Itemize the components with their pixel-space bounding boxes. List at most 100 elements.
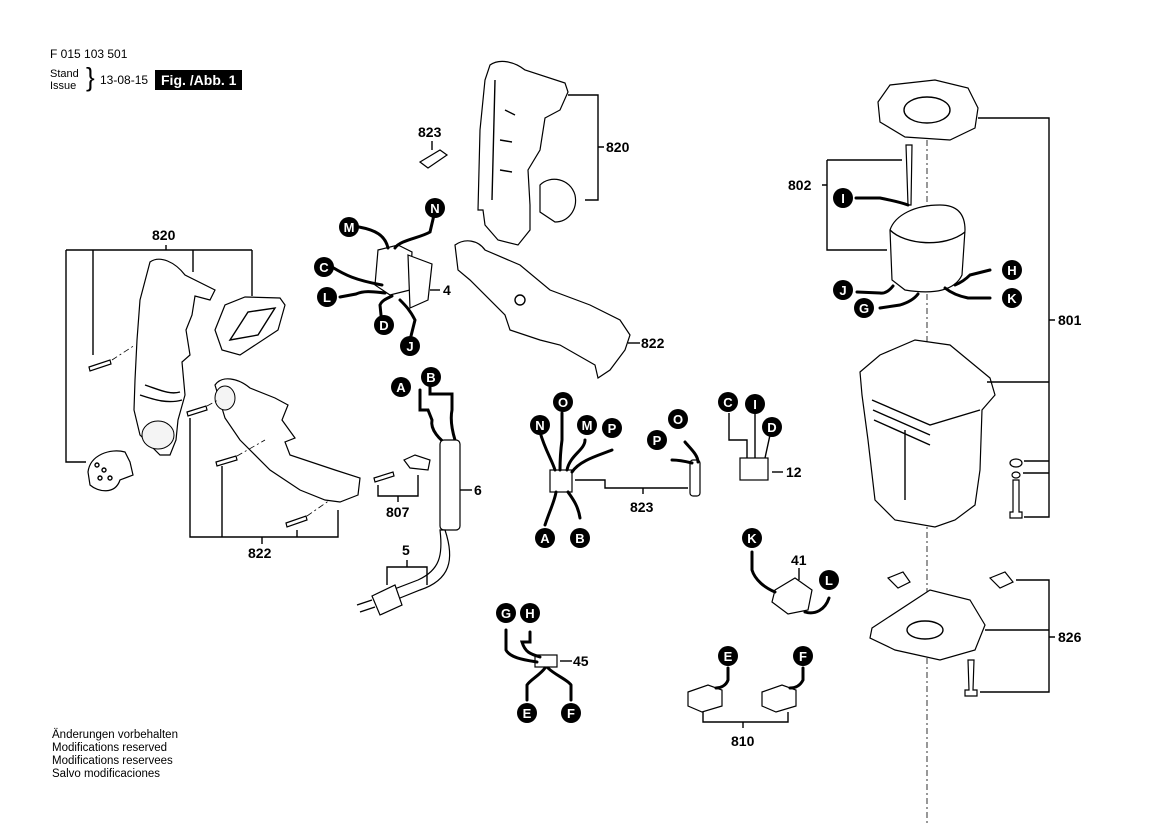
connector-callout-capacitor[interactable]: I (753, 397, 757, 412)
stand-issue-label: Stand Issue (50, 68, 79, 92)
connector-callout-terminal[interactable]: B (575, 531, 584, 546)
connector-callout-choke[interactable]: K (747, 531, 757, 546)
part-label-820-left[interactable]: 820 (152, 227, 176, 243)
part-label-822-left[interactable]: 822 (248, 545, 272, 561)
connector-callout-field[interactable]: I (841, 191, 845, 206)
connector-callout-switch[interactable]: D (379, 318, 388, 333)
rubber-insert-part[interactable] (214, 296, 286, 356)
wire (428, 380, 457, 442)
part-label-823-mid[interactable]: 823 (630, 499, 654, 515)
connector-callout-splice[interactable]: H (525, 606, 534, 621)
connector-callout-plugs[interactable]: F (799, 649, 807, 664)
connector-callout-terminal[interactable]: M (582, 418, 593, 433)
screw-icon[interactable] (373, 471, 395, 483)
screw-icon[interactable] (88, 359, 112, 372)
part-label-807[interactable]: 807 (386, 504, 410, 520)
capacitor-part[interactable] (739, 457, 769, 481)
connector-callout-terminal[interactable]: N (535, 418, 544, 433)
connector-callout-switch[interactable]: N (430, 201, 439, 216)
connector-callout-capacitor[interactable]: D (767, 420, 776, 435)
plug-part[interactable] (371, 584, 403, 616)
part-label-6[interactable]: 6 (474, 482, 482, 498)
handle-half-part[interactable] (133, 258, 216, 456)
connector-callout-sensor[interactable]: O (673, 412, 683, 427)
terminal-block-part[interactable] (549, 469, 573, 493)
connector-callout-circle (668, 409, 688, 429)
part-label-810[interactable]: 810 (731, 733, 755, 749)
part-label-801[interactable]: 801 (1058, 312, 1082, 328)
housing-group: 820 822 (454, 60, 665, 379)
housing-cap-part[interactable] (539, 178, 577, 223)
connector-callout-choke[interactable]: L (825, 573, 833, 588)
foot-clip-part[interactable] (988, 571, 1014, 589)
lower-housing-part[interactable] (454, 240, 631, 379)
part-label-12[interactable]: 12 (786, 464, 802, 480)
washer-part[interactable] (1009, 458, 1023, 468)
wire (943, 286, 992, 300)
clip-part[interactable] (418, 149, 449, 169)
part-label-822-right[interactable]: 822 (641, 335, 665, 351)
connector-callout-switch[interactable]: M (344, 220, 355, 235)
choke-part[interactable] (771, 577, 813, 615)
connector-callout-field[interactable]: J (839, 283, 846, 298)
switch-body-part[interactable] (374, 244, 413, 296)
screw-icon[interactable] (215, 455, 238, 467)
connector-callout-plugs[interactable]: E (724, 649, 733, 664)
connector-callout-splice[interactable]: E (523, 706, 532, 721)
connector-callout-terminal[interactable]: P (608, 421, 617, 436)
strain-relief-part[interactable] (403, 454, 431, 471)
connector-callout-field[interactable]: G (859, 301, 869, 316)
power-cord-part[interactable] (391, 529, 451, 601)
part-label-802[interactable]: 802 (788, 177, 812, 193)
connector-callout-terminal[interactable]: O (558, 395, 568, 410)
screw-part[interactable] (964, 659, 978, 697)
end-knob-part[interactable] (87, 450, 134, 492)
connector-callout-switch[interactable]: L (323, 290, 331, 305)
screw-icon[interactable] (285, 515, 308, 528)
grip-ribs (139, 384, 183, 403)
end-plate-part[interactable] (877, 79, 979, 141)
axis-line (236, 439, 266, 457)
connector-callout-circle (819, 570, 839, 590)
leader-807 (377, 475, 419, 502)
connector-callout-sensor[interactable]: P (653, 433, 662, 448)
wire (338, 290, 387, 299)
part-label-45[interactable]: 45 (573, 653, 589, 669)
part-label-820-top[interactable]: 820 (606, 139, 630, 155)
connector-callout-splice[interactable]: F (567, 706, 575, 721)
cord-group: 6 5 807 (356, 380, 482, 616)
housing-half-part[interactable] (477, 60, 569, 246)
note-line: Änderungen vorbehalten (52, 729, 178, 741)
cord-sleeve-part[interactable] (439, 439, 461, 531)
connector-callout-circle (833, 188, 853, 208)
connector-callout-capacitor[interactable]: C (723, 395, 733, 410)
connector-callout-terminal[interactable]: A (540, 531, 550, 546)
part-label-41[interactable]: 41 (791, 552, 807, 568)
screw-icon[interactable] (186, 405, 208, 417)
plug-connector-part[interactable] (761, 684, 797, 713)
wire (566, 490, 582, 520)
connector-callout-circle (561, 703, 581, 723)
part-label-823-top[interactable]: 823 (418, 124, 442, 140)
field-coil-part[interactable] (889, 204, 966, 293)
part-label-5[interactable]: 5 (402, 542, 410, 558)
connector-callout-switch[interactable]: C (319, 260, 329, 275)
lock-washer-part[interactable] (1011, 471, 1021, 479)
connector-callout-field[interactable]: H (1007, 263, 1016, 278)
plug-connector-part[interactable] (687, 684, 723, 713)
connector-callout-splice[interactable]: G (501, 606, 511, 621)
part-label-826[interactable]: 826 (1058, 629, 1082, 645)
connector-callout-cord[interactable]: A (396, 380, 406, 395)
connector-callout-switch[interactable]: J (406, 339, 413, 354)
pivot-boss (214, 385, 236, 411)
long-screw-part[interactable] (905, 144, 913, 206)
base-plate-part[interactable] (869, 589, 986, 661)
switch-trigger-part[interactable] (407, 254, 433, 309)
connector-callout-cord[interactable]: B (426, 370, 435, 385)
side-handle-part[interactable] (214, 378, 361, 503)
foot-clip-part[interactable] (886, 571, 911, 589)
part-label-4[interactable]: 4 (443, 282, 451, 298)
connector-callout-field[interactable]: K (1007, 291, 1017, 306)
sensor-part[interactable] (689, 459, 701, 497)
screw-part[interactable] (1009, 479, 1023, 519)
